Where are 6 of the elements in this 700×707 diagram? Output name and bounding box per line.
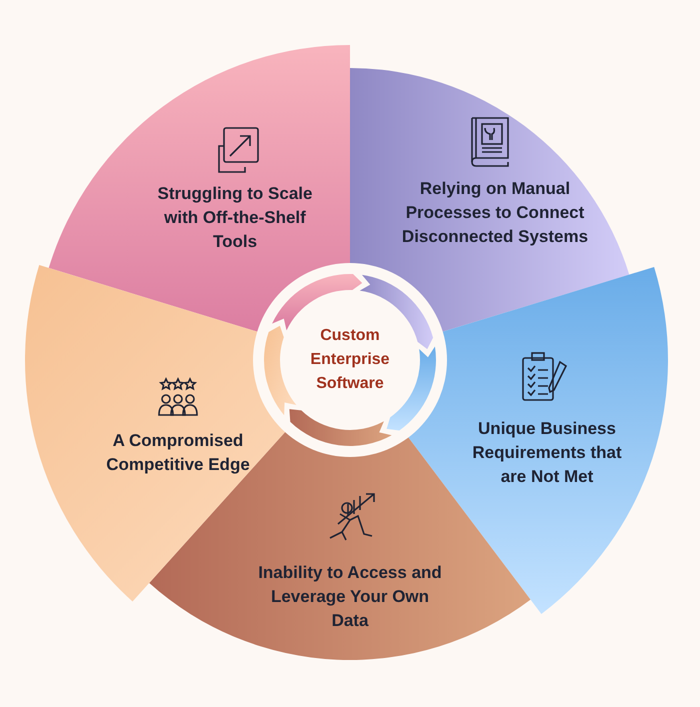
segment-title: Struggling to Scale with Off-the-Shelf Tools	[156, 183, 314, 253]
segment-title: A Compromised Competitive Edge	[105, 430, 251, 476]
segment-title: Relying on Manual Processes to Connect Disconnected Systems	[400, 178, 590, 248]
segment-title: Inability to Access and Leverage Your Own Data	[258, 562, 442, 632]
center-title: Custom Enterprise Software	[309, 326, 391, 394]
segment-title: Unique Business Requirements that are Not Met	[471, 418, 623, 488]
